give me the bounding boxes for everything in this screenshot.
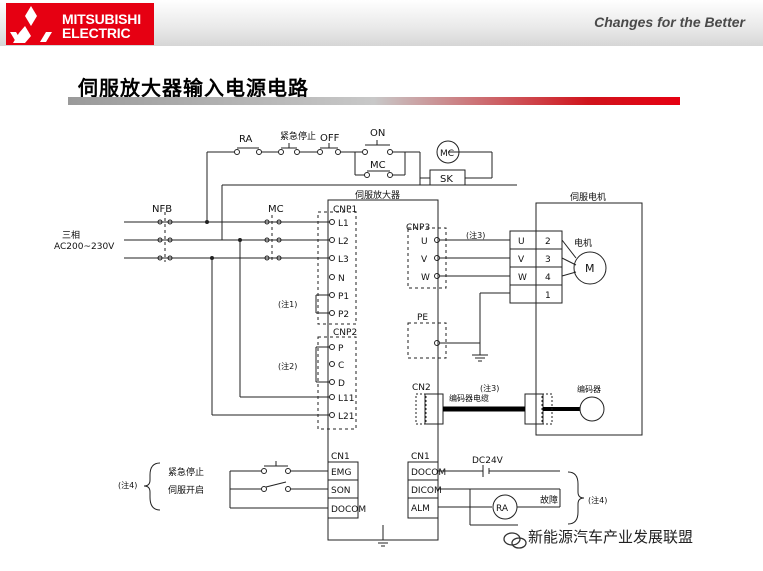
cn1-left-label: CN1 [331,452,350,462]
amplifier-label: 伺服放大器 [355,189,400,201]
motor-pin-0: U [518,237,525,247]
cnp2-pin-1: C [338,361,344,371]
cnp2-pin-3: L11 [338,394,354,404]
cnp1-label: CNP1 [333,205,357,215]
motor-pin-number-1: 3 [545,255,551,265]
cn1-left-pin-1: SON [331,486,351,496]
encoder-cable-label: 编码器电缆 [449,393,489,403]
servo-motor-label: 伺服电机 [570,191,606,203]
cnp3-label: CNP3 [406,223,430,233]
cnp2-pin-4: L21 [338,412,354,422]
motor-symbol: M [585,262,595,275]
encoder-label: 编码器 [577,384,601,394]
cn1-right-label: CN1 [411,452,430,462]
off-label: OFF [320,133,340,144]
motor-pin-1: V [518,255,525,265]
mc-contactor-label: MC [268,204,284,215]
cnp2-pin-0: P [338,344,344,354]
supply-phase-label: 三相 [62,229,80,241]
son-label: 伺服开启 [168,484,204,496]
cn1-left-pin-0: EMG [331,468,351,478]
note3b-label: (注3) [480,383,499,393]
cnp1-pin-1: L2 [338,237,349,247]
note1-label: (注1) [278,299,297,309]
note4-left-label: (注4) [118,480,137,490]
motor-pin-number-2: 4 [545,273,551,283]
watermark-text: 新能源汽车产业发展联盟 [528,528,694,546]
page-title: 伺服放大器输入电源电路 [78,76,309,100]
motor-pin-number-0: 2 [545,237,551,247]
sk-label: SK [440,174,453,185]
motor-label: 电机 [574,237,592,249]
note2-label: (注2) [278,361,297,371]
cnp1-pin-3: N [338,274,345,284]
supply-voltage-label: AC200~230V [54,242,115,252]
nfb-label: NFB [152,204,172,215]
cn1-left-pin-2: DOCOM [331,505,366,515]
brand-name-line1: MITSUBISHI [62,11,141,27]
note4-right-label: (注4) [588,495,607,505]
fault-label: 故障 [540,494,558,506]
cn1-right-pin-0: DOCOM [411,468,446,478]
mitsubishi-logo: MITSUBISHI ELECTRIC [6,3,154,45]
cn1-right-pin-1: DICOM [411,486,442,496]
cnp1-pin-0: L1 [338,219,349,229]
cnp3-pin-1: V [421,255,428,265]
cnp3-pin-0: U [421,237,428,247]
brand-name-line2: ELECTRIC [62,25,131,41]
header-bar: MITSUBISHI ELECTRIC Changes for the Bett… [0,0,763,46]
brand-tagline: Changes for the Better [594,14,745,30]
ra-label: RA [239,134,253,145]
title-underline [68,97,680,105]
cnp2-label: CNP2 [333,328,357,338]
dc24v-label: DC24V [472,456,504,466]
on-label: ON [370,128,385,139]
motor-pin-2: W [518,273,527,283]
ra-coil-label: RA [496,504,509,514]
pe-label: PE [417,313,428,323]
cn2-label: CN2 [412,383,431,393]
emergency-stop-label: 紧急停止 [280,130,316,142]
three-diamonds-icon [10,6,52,43]
emg-label: 紧急停止 [168,466,204,478]
cnp1-pin-4: P1 [338,292,349,302]
cnp3-pin-2: W [421,273,430,283]
cn1-right-pin-2: ALM [411,504,430,514]
wechat-icon [503,532,527,549]
motor-pin-number-3: 1 [545,291,551,301]
cnp2-pin-2: D [338,379,345,389]
note3a-label: (注3) [466,230,485,240]
mc-hold-label: MC [370,160,386,171]
cnp1-pin-5: P2 [338,310,349,320]
cnp1-pin-2: L3 [338,255,349,265]
mc-coil-label: MC [440,149,454,159]
